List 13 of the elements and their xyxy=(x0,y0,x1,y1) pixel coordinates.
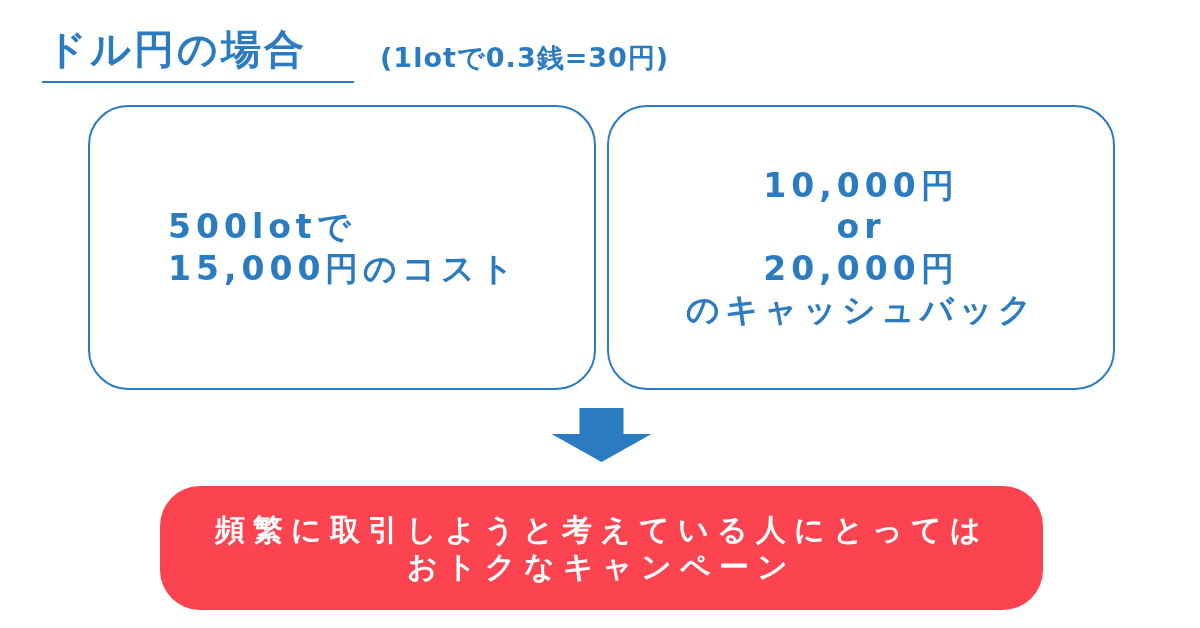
box-text: 15,000円のコスト xyxy=(168,247,520,289)
box-text: のキャッシュバック xyxy=(685,288,1037,330)
info-box xyxy=(607,105,1115,390)
conclusion-box xyxy=(160,486,1043,610)
info-box xyxy=(88,105,596,390)
box-text: or xyxy=(836,206,886,248)
down-arrow xyxy=(551,408,652,462)
box-text: 10,000円 xyxy=(763,165,959,207)
note-text: (1lotで0.3銭=30円) xyxy=(380,41,670,75)
box-text: 500lotで xyxy=(168,206,356,248)
heading: ドル円の場合 xyxy=(42,22,354,83)
box-text: 頻繁に取引しようと考えている人にとってはおトクなキャンペーン xyxy=(213,510,990,586)
box-text: 20,000円 xyxy=(763,247,959,289)
